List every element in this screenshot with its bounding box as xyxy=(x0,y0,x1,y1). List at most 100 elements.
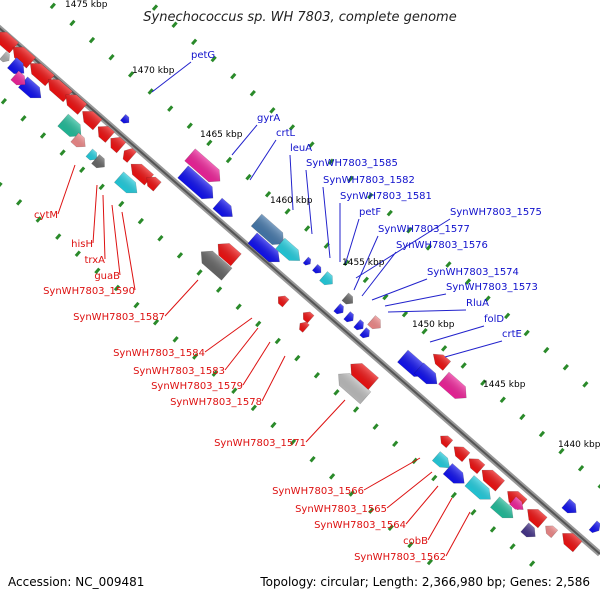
gene-arrow[interactable] xyxy=(588,520,600,535)
gene-arrow[interactable] xyxy=(353,319,367,333)
gene-arrow[interactable] xyxy=(561,498,580,517)
gene-arrow[interactable] xyxy=(212,197,237,222)
gene-arrow[interactable] xyxy=(341,292,356,307)
gene-label-forward[interactable]: gyrA xyxy=(257,113,280,124)
gene-arrow[interactable] xyxy=(302,256,313,267)
gene-arrow[interactable] xyxy=(450,442,471,463)
gene-arrow[interactable] xyxy=(465,454,486,475)
gene-label-forward[interactable]: SynWH7803_1585 xyxy=(306,158,398,169)
gene-label-forward[interactable]: crtE xyxy=(502,329,522,340)
gene-arrow[interactable] xyxy=(319,271,337,289)
gene-arrow[interactable] xyxy=(437,432,454,449)
gene-arrow[interactable] xyxy=(213,238,242,267)
gene-arrow[interactable] xyxy=(343,311,357,325)
gene-arrow[interactable] xyxy=(8,42,36,69)
gene-label-reverse[interactable]: cobB xyxy=(403,536,428,547)
gene-arrow[interactable] xyxy=(300,309,315,324)
gene-arrow[interactable] xyxy=(442,463,469,488)
gene-arrow[interactable] xyxy=(542,522,559,539)
tick-mark xyxy=(151,4,159,11)
gene-label-forward[interactable]: petF xyxy=(359,207,381,218)
gene-label-forward[interactable]: leuA xyxy=(290,143,312,154)
gene-arrow[interactable] xyxy=(57,113,87,142)
gene-arrow[interactable] xyxy=(85,148,100,163)
gene-label-reverse[interactable]: cytM xyxy=(34,210,58,221)
gene-arrow[interactable] xyxy=(177,165,219,204)
gene-label-reverse[interactable]: SynWH7803_1590 xyxy=(43,286,135,297)
gene-label-forward[interactable]: folD xyxy=(484,314,504,325)
leader-line xyxy=(57,164,76,215)
gene-arrow[interactable] xyxy=(477,465,505,492)
gene-arrow[interactable] xyxy=(0,51,12,65)
gene-arrow[interactable] xyxy=(333,303,347,317)
gene-arrow[interactable] xyxy=(429,350,452,371)
gene-label-reverse[interactable]: SynWH7803_1566 xyxy=(272,486,364,497)
gene-label-forward[interactable]: SynWH7803_1573 xyxy=(446,282,538,293)
tick-mark xyxy=(211,370,218,377)
gene-arrow[interactable] xyxy=(431,451,453,473)
gene-label-forward[interactable]: SynWH7803_1576 xyxy=(396,240,488,251)
gene-arrow[interactable] xyxy=(10,70,29,89)
gene-arrow[interactable] xyxy=(184,148,226,187)
gene-arrow[interactable] xyxy=(359,327,373,341)
gene-label-reverse[interactable]: guaB xyxy=(94,271,120,282)
gene-arrow[interactable] xyxy=(143,173,162,192)
gene-label-forward[interactable]: SynWH7803_1577 xyxy=(378,224,470,235)
gene-arrow[interactable] xyxy=(438,371,471,404)
gene-label-reverse[interactable]: SynWH7803_1578 xyxy=(170,397,262,408)
gene-label-forward[interactable]: SynWH7803_1582 xyxy=(323,175,415,186)
leader-line xyxy=(305,399,346,443)
gene-arrow[interactable] xyxy=(247,232,284,267)
gene-arrow[interactable] xyxy=(196,246,233,281)
gene-arrow[interactable] xyxy=(120,145,137,163)
gene-arrow[interactable] xyxy=(333,368,372,405)
gene-label-forward[interactable]: SynWH7803_1581 xyxy=(340,191,432,202)
gene-arrow[interactable] xyxy=(464,475,495,505)
gene-arrow[interactable] xyxy=(61,89,88,115)
gene-label-reverse[interactable]: SynWH7803_1564 xyxy=(314,520,406,531)
gene-arrow[interactable] xyxy=(275,293,290,308)
gene-arrow[interactable] xyxy=(558,528,583,553)
gene-arrow[interactable] xyxy=(70,132,89,151)
gene-label-reverse[interactable]: SynWH7803_1571 xyxy=(214,438,306,449)
gene-label-forward[interactable]: RluA xyxy=(466,298,489,309)
gene-label-forward[interactable]: SynWH7803_1574 xyxy=(427,267,519,278)
gene-arrow[interactable] xyxy=(523,504,548,529)
gene-label-reverse[interactable]: SynWH7803_1587 xyxy=(73,312,165,323)
gene-features xyxy=(0,27,600,553)
gene-arrow[interactable] xyxy=(345,358,379,391)
gene-arrow[interactable] xyxy=(312,264,323,275)
gene-arrow[interactable] xyxy=(78,106,103,131)
gene-arrow[interactable] xyxy=(250,213,289,250)
gene-arrow[interactable] xyxy=(120,114,131,125)
gene-label-forward[interactable]: petG xyxy=(191,50,215,61)
leader-line xyxy=(363,457,421,491)
gene-label-reverse[interactable]: SynWH7803_1565 xyxy=(295,504,387,515)
gene-arrow[interactable] xyxy=(7,57,28,78)
tick-mark xyxy=(308,141,315,148)
gene-arrow[interactable] xyxy=(520,522,539,541)
gene-arrow[interactable] xyxy=(414,362,441,389)
gene-label-forward[interactable]: crtL xyxy=(276,128,296,139)
gene-label-reverse[interactable]: SynWH7803_1562 xyxy=(354,552,446,563)
gene-arrow[interactable] xyxy=(509,496,526,514)
tick-mark xyxy=(20,115,27,122)
gene-label-reverse[interactable]: SynWH7803_1579 xyxy=(151,381,243,392)
gene-label-reverse[interactable]: SynWH7803_1583 xyxy=(133,366,225,377)
gene-label-reverse[interactable]: hisH xyxy=(71,239,93,250)
gene-arrow[interactable] xyxy=(367,315,385,333)
gene-arrow[interactable] xyxy=(106,133,127,154)
gene-label-reverse[interactable]: SynWH7803_1584 xyxy=(113,348,205,359)
gene-label-forward[interactable]: SynWH7803_1575 xyxy=(450,207,542,218)
gene-arrow[interactable] xyxy=(114,171,141,198)
gene-arrow[interactable] xyxy=(91,154,109,172)
gene-arrow[interactable] xyxy=(275,237,305,266)
gene-arrow[interactable] xyxy=(297,320,310,333)
tick-mark xyxy=(55,233,62,240)
gene-label-reverse[interactable]: trxA xyxy=(84,255,105,266)
gene-arrow[interactable] xyxy=(93,121,115,143)
tick-mark xyxy=(191,38,198,46)
gene-arrow[interactable] xyxy=(0,27,19,54)
tick-mark xyxy=(333,389,340,396)
gene-arrow[interactable] xyxy=(490,496,517,523)
